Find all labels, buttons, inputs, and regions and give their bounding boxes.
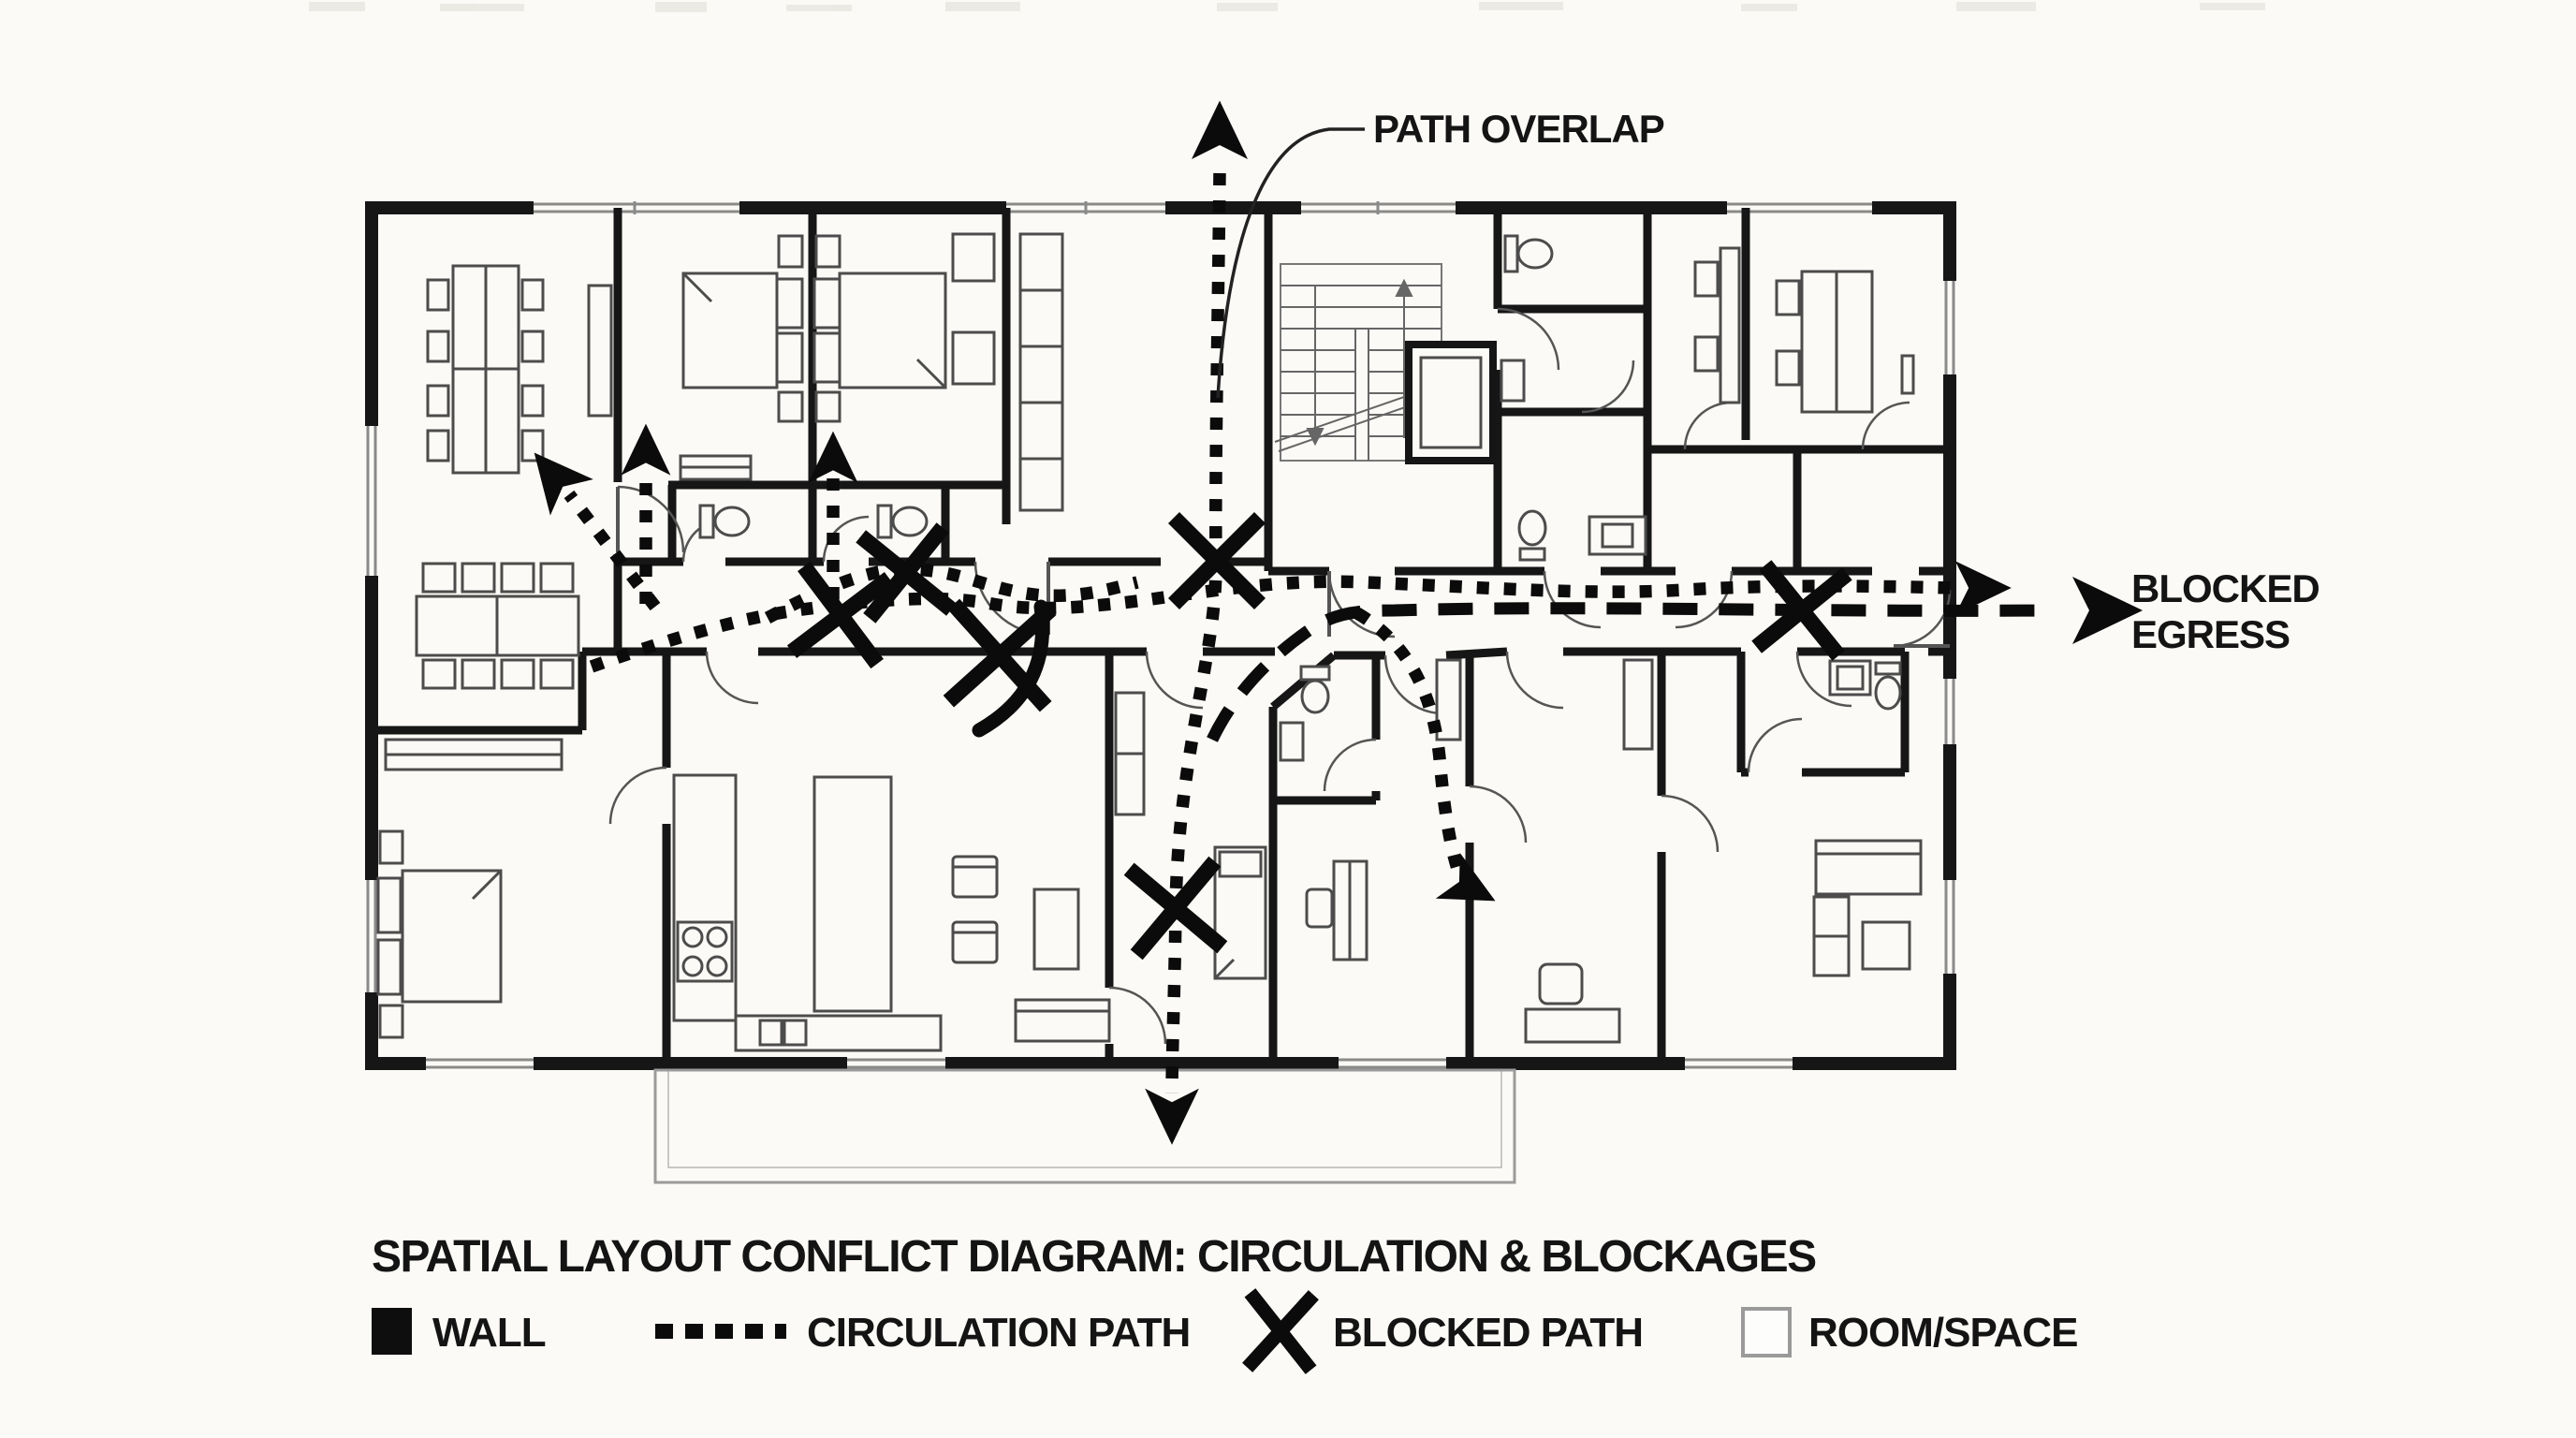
blocked-egress-label-line2: EGRESS	[2131, 612, 2290, 656]
bc2	[1279, 658, 1462, 961]
elevator	[1405, 341, 1497, 464]
circulation-path-overlap-strand	[764, 563, 1139, 624]
terrace-outline	[653, 1068, 1516, 1184]
blocked-egress-label-line1: BLOCKED	[2131, 566, 2320, 610]
blocked-egress-path	[1207, 602, 2056, 742]
circulation-branch-nw	[564, 490, 661, 611]
desk-counter	[1693, 246, 1741, 404]
wardrobe-strip	[1018, 232, 1064, 512]
toilet-4	[1517, 509, 1547, 562]
toilet-3	[1503, 234, 1554, 273]
br-unit	[1812, 659, 1923, 977]
arrow-right-corridor	[1954, 561, 2012, 615]
arrow-nw	[534, 452, 593, 516]
blocked-mark-3	[943, 598, 1057, 712]
windows	[365, 201, 1956, 1070]
conference-table	[426, 264, 545, 475]
scan-artifact-strip	[309, 2, 2265, 12]
circulation-path-vertical	[1165, 172, 1226, 1094]
cabinet	[1500, 359, 1526, 403]
arrow-up-1	[621, 423, 671, 476]
toilet-2	[876, 504, 929, 539]
arrow-up-2	[808, 431, 858, 483]
dining-table	[415, 562, 580, 690]
arrowheads	[534, 100, 2143, 1145]
diagram-title: SPATIAL LAYOUT CONFLICT DIAGRAM: CIRCULA…	[372, 1232, 1816, 1282]
legend-blocked-label: BLOCKED PATH	[1333, 1310, 1643, 1356]
path-overlap-label: PATH OVERLAP	[1373, 107, 1664, 151]
blocked-mark-6	[1123, 856, 1228, 961]
arrow-right-egress	[2072, 577, 2143, 644]
exterior-walls	[365, 201, 1956, 1070]
bed-1	[679, 234, 804, 481]
office-desk	[1775, 270, 1915, 414]
blocked-mark-5	[1751, 560, 1852, 661]
interior-walls	[370, 208, 1950, 1064]
toilet-1	[698, 504, 751, 539]
bc3	[1524, 658, 1654, 1044]
bed-4	[1114, 691, 1267, 980]
furniture	[376, 232, 1923, 1052]
blocked-path-icon	[1242, 1288, 1319, 1374]
legend-circulation-label: CIRCULATION PATH	[807, 1310, 1190, 1356]
arrow-down-bottom	[1145, 1088, 1199, 1145]
room-space-swatch	[1741, 1307, 1792, 1357]
legend-room-label: ROOM/SPACE	[1808, 1310, 2077, 1356]
legend-wall-label: WALL	[432, 1310, 546, 1356]
sink-counter	[1588, 515, 1647, 556]
blocked-path-marks	[786, 511, 1852, 961]
bed-2	[812, 232, 996, 423]
bed-3	[376, 738, 564, 1039]
wall-swatch	[372, 1308, 412, 1355]
path-overlap-leader	[1216, 127, 1365, 399]
living-1	[951, 855, 1111, 1043]
circulation-branch-se	[1354, 608, 1464, 871]
blocked-mark-1	[786, 561, 895, 669]
arrow-se	[1435, 852, 1496, 902]
blocked-mark-4	[1167, 511, 1266, 610]
kitchen	[672, 773, 943, 1052]
legend: WALL CIRCULATION PATH BLOCKED PATH ROOM/…	[372, 1288, 2078, 1374]
bookshelf	[587, 284, 613, 418]
arrow-up-top	[1192, 100, 1248, 159]
blocked-mark-2	[856, 522, 957, 624]
